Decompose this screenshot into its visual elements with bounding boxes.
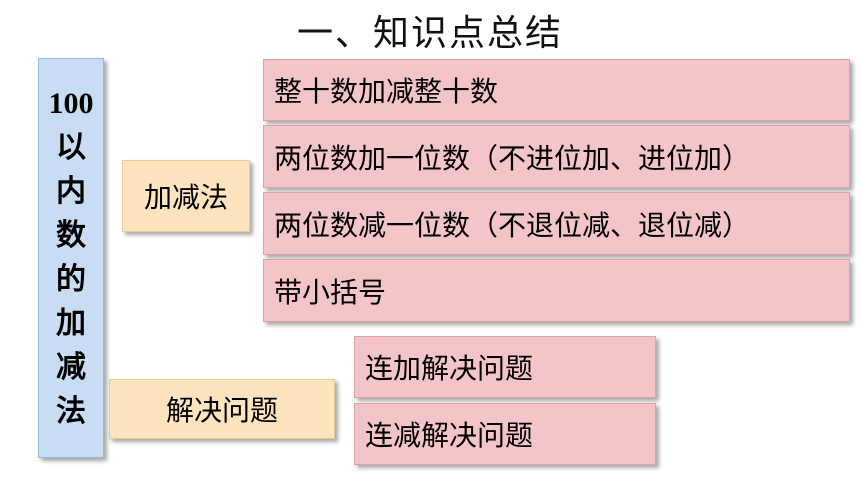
root-line: 以 [56, 130, 86, 165]
page-title: 一、知识点总结 [296, 13, 563, 54]
root-line: 的 [56, 262, 86, 297]
leaf-node: 两位数加一位数（不进位加、进位加） [263, 125, 850, 188]
root-line: 数 [56, 218, 86, 253]
leaf-node: 连减解决问题 [354, 403, 656, 465]
root-line: 减 [56, 350, 86, 385]
root-line: 100 [48, 87, 94, 120]
root-line: 法 [56, 394, 86, 429]
leaf-node: 两位数减一位数（不退位减、退位减） [263, 192, 850, 255]
root-line: 加 [56, 306, 86, 341]
leaf-node: 带小括号 [263, 259, 850, 322]
leaf-node: 连加解决问题 [354, 336, 656, 398]
root-line: 内 [56, 174, 86, 209]
root-node: 100 以 内 数 的 加 减 法 [38, 58, 104, 458]
category-node-add-subtract: 加减法 [122, 160, 250, 232]
category-node-problem-solving: 解决问题 [109, 379, 335, 439]
leaf-node: 整十数加减整十数 [263, 59, 850, 121]
